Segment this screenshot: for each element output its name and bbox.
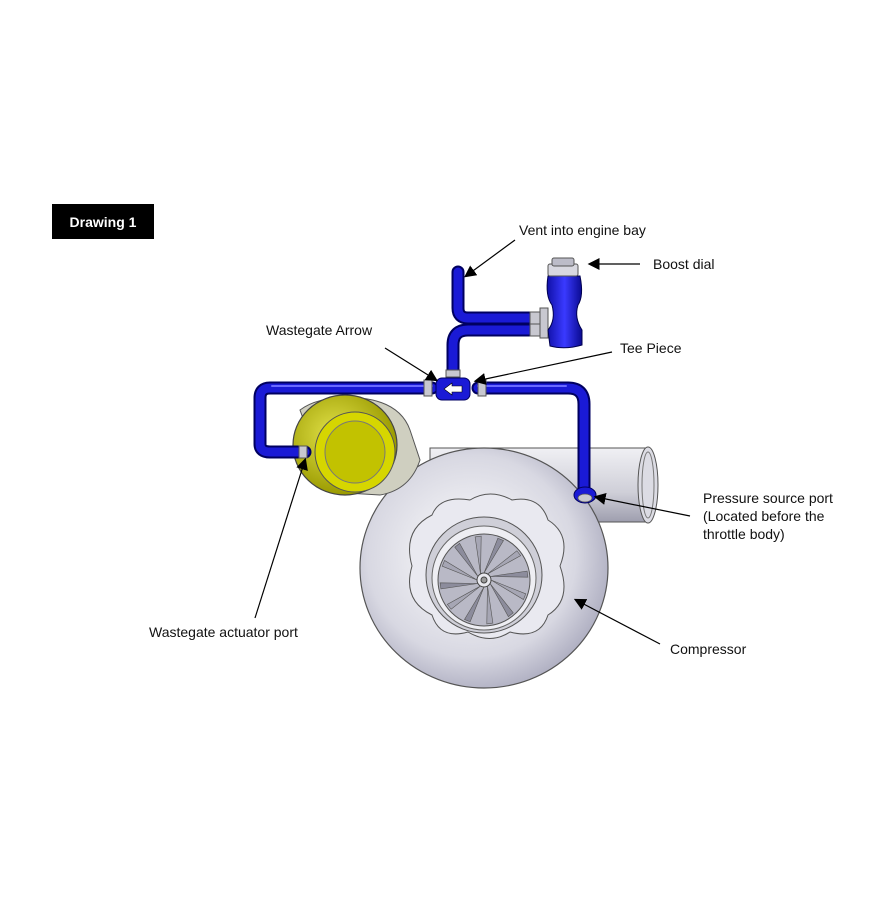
- compressor-housing: [359, 447, 609, 689]
- vent-label: Vent into engine bay: [519, 222, 646, 238]
- wastegate-arrow-leader: [384, 347, 439, 382]
- pressure-source-label-2: (Located before the: [703, 508, 825, 524]
- drawing-badge: Drawing 1: [52, 204, 154, 239]
- compressor-blade: [483, 537, 504, 574]
- hose-fittings: [298, 307, 549, 459]
- boost-dial: [546, 257, 583, 349]
- wastegate-port-leader: [254, 457, 308, 619]
- tee-piece-label: Tee Piece: [620, 340, 682, 356]
- wastegate-arrow-label: Wastegate Arrow: [266, 322, 373, 338]
- pressure-source-port: [573, 486, 597, 504]
- wastegate-port-label: Wastegate actuator port: [149, 624, 298, 640]
- tee-piece: [435, 377, 471, 401]
- compressor-blade: [454, 542, 479, 577]
- compressor-blade: [446, 585, 481, 610]
- compressor-label: Compressor: [670, 641, 747, 657]
- compressor-blade: [490, 570, 529, 578]
- compressor-blade: [490, 579, 527, 600]
- hose-network: [253, 265, 591, 497]
- compressor-leader: [573, 598, 661, 645]
- compressor-blade: [474, 535, 482, 574]
- boost-dial-label: Boost dial: [653, 256, 715, 272]
- compressor-blade: [441, 560, 478, 581]
- compressor-blade: [439, 582, 478, 590]
- compressor-blade: [464, 586, 485, 623]
- vent-leader: [464, 239, 516, 278]
- pressure-source-label-1: Pressure source port: [703, 490, 833, 506]
- pressure-port-leader: [593, 493, 691, 517]
- tee-piece-leader: [473, 351, 613, 385]
- wastegate-actuator: [292, 394, 421, 496]
- compressor-blade: [487, 550, 522, 575]
- leader-lines: [254, 239, 691, 645]
- pressure-source-label-3: throttle body): [703, 526, 785, 542]
- wastegate-arrow-icon: [443, 382, 463, 396]
- wheel-nut: [480, 576, 488, 584]
- compressor-blade: [489, 583, 514, 618]
- compressor-blade: [486, 586, 494, 625]
- compressor-wheel: [439, 535, 529, 625]
